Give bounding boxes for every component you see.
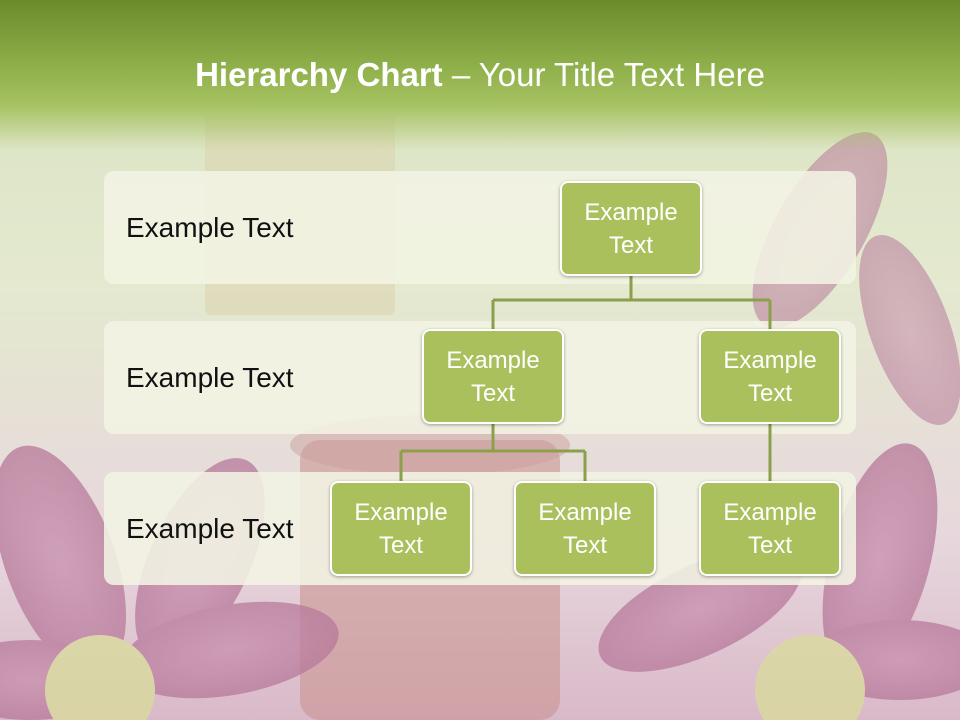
title-bar: [0, 0, 960, 150]
row-label-2: Example Text: [126, 362, 294, 393]
node-level2-right[interactable]: Example Text: [699, 329, 841, 424]
connector-left-to-level3: [399, 423, 587, 482]
node-level3-a[interactable]: Example Text: [330, 481, 472, 576]
node-level3-c[interactable]: Example Text: [699, 481, 841, 576]
row-label-3: Example Text: [126, 513, 294, 544]
row-band-1: Example Text: [104, 171, 856, 284]
title-rest: – Your Title Text Here: [442, 56, 765, 93]
row-label-1: Example Text: [126, 212, 294, 243]
connector-root-to-level2: [491, 276, 772, 330]
node-level2-left[interactable]: Example Text: [422, 329, 564, 424]
slide-title: Hierarchy Chart – Your Title Text Here: [0, 56, 960, 94]
node-level3-b[interactable]: Example Text: [514, 481, 656, 576]
title-bold: Hierarchy Chart: [195, 56, 443, 93]
node-root[interactable]: Example Text: [560, 181, 702, 276]
